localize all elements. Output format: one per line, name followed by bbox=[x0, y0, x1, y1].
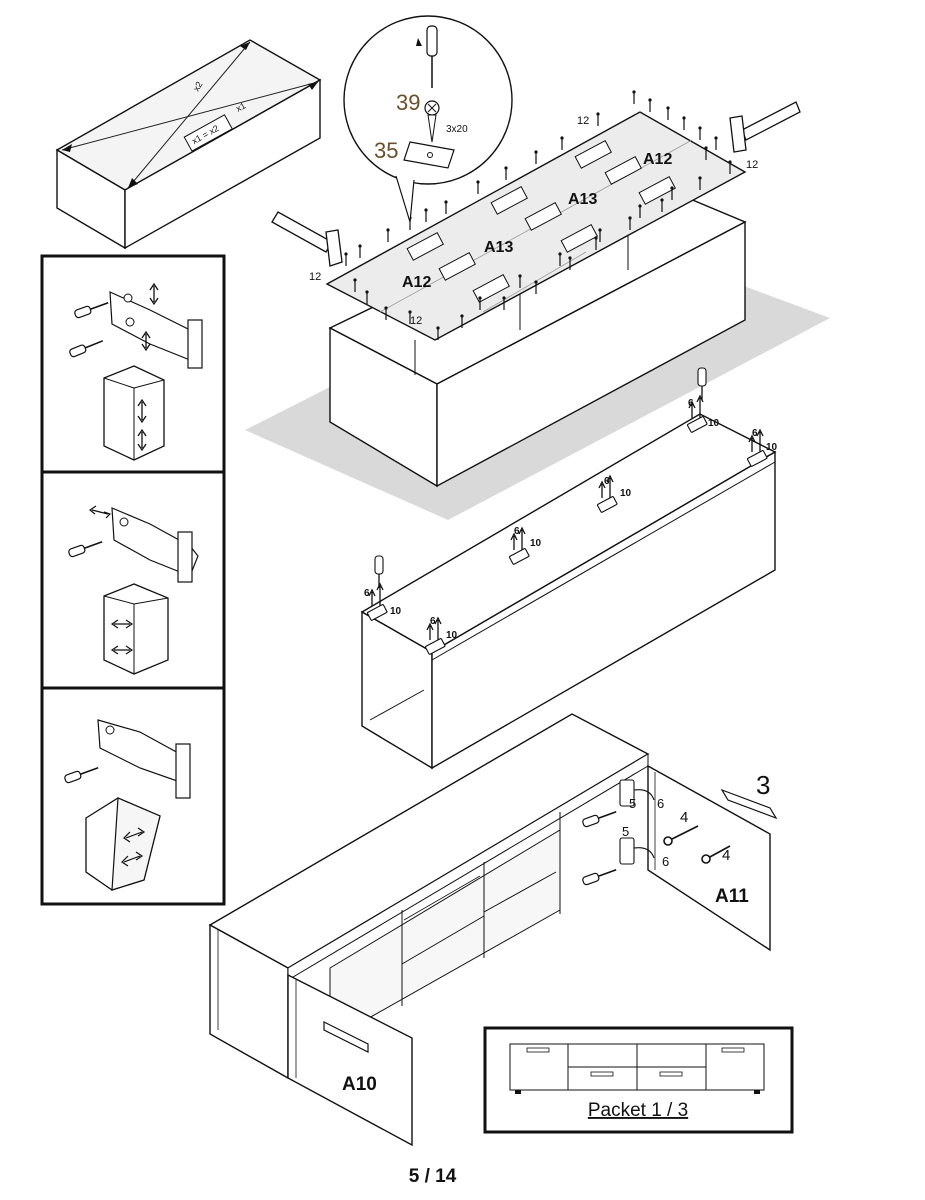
clamp-label-left: 12 bbox=[309, 271, 321, 283]
screwdriver-icon bbox=[697, 367, 707, 400]
handle-icon bbox=[720, 788, 778, 820]
hinge-side-adjust bbox=[67, 505, 199, 675]
foot-qty-10: 10 bbox=[766, 442, 778, 453]
screw-detail-callout: 39 3x20 35 bbox=[343, 15, 513, 223]
x2-label: x2 bbox=[191, 80, 204, 93]
foot-qty-6: 6 bbox=[688, 398, 694, 409]
foot-qty-6: 6 bbox=[604, 476, 610, 487]
screw-size-label: 3x20 bbox=[446, 124, 468, 135]
hinge-depth-adjust bbox=[63, 719, 191, 891]
part-39-label: 39 bbox=[396, 90, 420, 115]
diagonal-check-box: x2 x1 x1 = x2 bbox=[55, 39, 322, 250]
foot-qty-6: 6 bbox=[752, 428, 758, 439]
foot-qty-10: 10 bbox=[446, 630, 458, 641]
foot-qty-10: 10 bbox=[530, 538, 542, 549]
screwdriver-icon bbox=[374, 555, 384, 588]
screw-icon bbox=[663, 825, 731, 864]
panel-label-a12-left: A12 bbox=[402, 274, 431, 291]
hinge-vertical-adjust bbox=[68, 282, 203, 461]
screw-part-6: 6 bbox=[657, 796, 664, 811]
hammer-icon bbox=[271, 211, 343, 267]
packet-label: Packet 1 / 3 bbox=[588, 1100, 688, 1121]
connector-plate-35 bbox=[403, 141, 455, 169]
part-35-label: 35 bbox=[374, 138, 398, 163]
screwdriver-icon bbox=[426, 25, 438, 57]
clamp-label-top: 12 bbox=[577, 115, 589, 127]
foot-qty-10: 10 bbox=[708, 418, 720, 429]
door-a10 bbox=[287, 973, 413, 1147]
screw-part-6: 6 bbox=[662, 854, 669, 869]
foot-qty-6: 6 bbox=[364, 588, 370, 599]
panel-label-a13-left: A13 bbox=[484, 239, 513, 256]
foot-qty-10: 10 bbox=[620, 488, 632, 499]
door-label-a11: A11 bbox=[715, 886, 749, 907]
hammer-icon bbox=[729, 101, 801, 153]
foot-qty-10: 10 bbox=[390, 606, 402, 617]
hinge-part-5: 5 bbox=[629, 796, 636, 811]
foot-qty-6: 6 bbox=[514, 526, 520, 537]
panel-label-a12-right: A12 bbox=[643, 151, 672, 168]
hinge-adjust-panels bbox=[40, 254, 226, 906]
hinge-part-5: 5 bbox=[622, 824, 629, 839]
foot-qty-6: 6 bbox=[430, 616, 436, 627]
handle-part-label: 3 bbox=[756, 770, 770, 800]
page-number: 5 / 14 bbox=[408, 1166, 457, 1187]
tv-unit-assembly: A10 A11 5 6 5 6 4 4 3 bbox=[208, 713, 778, 1147]
packet-box: Packet 1 / 3 bbox=[483, 1026, 794, 1134]
back-panel-assembly: A12 A13 A13 A12 12 12 12 12 bbox=[245, 15, 830, 520]
dowel-part-4: 4 bbox=[680, 809, 688, 826]
dowel-part-4: 4 bbox=[722, 847, 730, 864]
door-label-a10: A10 bbox=[342, 1074, 377, 1095]
hinge-icon bbox=[619, 779, 655, 865]
clamp-label-right: 12 bbox=[746, 159, 758, 171]
top-board-assembly: 6 10 6 10 6 10 6 10 6 10 6 10 bbox=[360, 367, 778, 770]
clamp-label-bottom: 12 bbox=[410, 315, 422, 327]
x1-label: x1 bbox=[234, 100, 247, 113]
door-handle-a10 bbox=[323, 1021, 369, 1053]
panel-label-a13-right: A13 bbox=[568, 191, 597, 208]
